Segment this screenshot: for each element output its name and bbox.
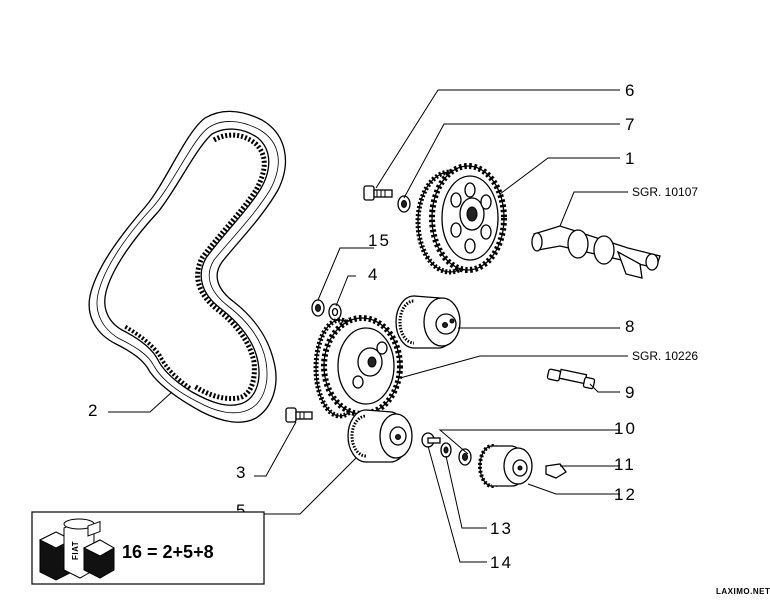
callout-3: 3 <box>236 463 247 482</box>
tensioner-pulley-part[interactable] <box>395 295 461 349</box>
callout-10: 10 <box>614 419 637 438</box>
callout-12: 12 <box>614 485 637 504</box>
callout-5: 5 <box>236 501 247 520</box>
ref-pulley-label: SGR. 10226 <box>632 349 698 363</box>
callout-4: 4 <box>368 265 379 284</box>
callout-2: 2 <box>88 401 99 420</box>
callout-8: 8 <box>625 317 636 336</box>
crankshaft-gear-part[interactable] <box>478 444 533 488</box>
callout-11: 11 <box>614 455 636 474</box>
kit-box-label: FIAT <box>71 541 80 560</box>
kit-legend: FIAT 16 = 2+5+8 <box>31 511 265 585</box>
callout-9: 9 <box>625 383 636 402</box>
nut-part[interactable] <box>311 299 325 317</box>
lower-bolt-part[interactable] <box>285 407 313 423</box>
gear-nut-part[interactable] <box>458 448 472 466</box>
ref-camshaft-label: SGR. 10107 <box>632 185 698 199</box>
callout-14: 14 <box>490 553 513 572</box>
crank-pulley-reference-part[interactable] <box>313 315 403 419</box>
callout-6: 6 <box>625 81 636 100</box>
callout-7: 7 <box>625 115 636 134</box>
woodruff-key-part[interactable] <box>545 463 567 479</box>
timing-belt-part[interactable] <box>88 110 286 423</box>
callout-1: 1 <box>625 149 636 168</box>
site-watermark: LAXIMO.NET <box>716 587 770 596</box>
pulley-bolt-part[interactable] <box>363 185 393 201</box>
washer-part[interactable] <box>397 195 411 213</box>
callout-15: 15 <box>368 231 391 250</box>
camshaft-pulley-part[interactable] <box>415 163 507 275</box>
stud-screw-part[interactable] <box>546 368 596 390</box>
kit-formula: 16 = 2+5+8 <box>122 542 214 562</box>
kit-box-icon <box>38 518 116 581</box>
callout-13: 13 <box>490 519 513 538</box>
camshaft-reference-part[interactable] <box>531 225 661 279</box>
small-screw-part[interactable] <box>421 432 441 448</box>
small-washer-part[interactable] <box>440 442 452 458</box>
idler-pulley-part[interactable] <box>347 409 413 463</box>
leader-lines <box>108 89 628 563</box>
